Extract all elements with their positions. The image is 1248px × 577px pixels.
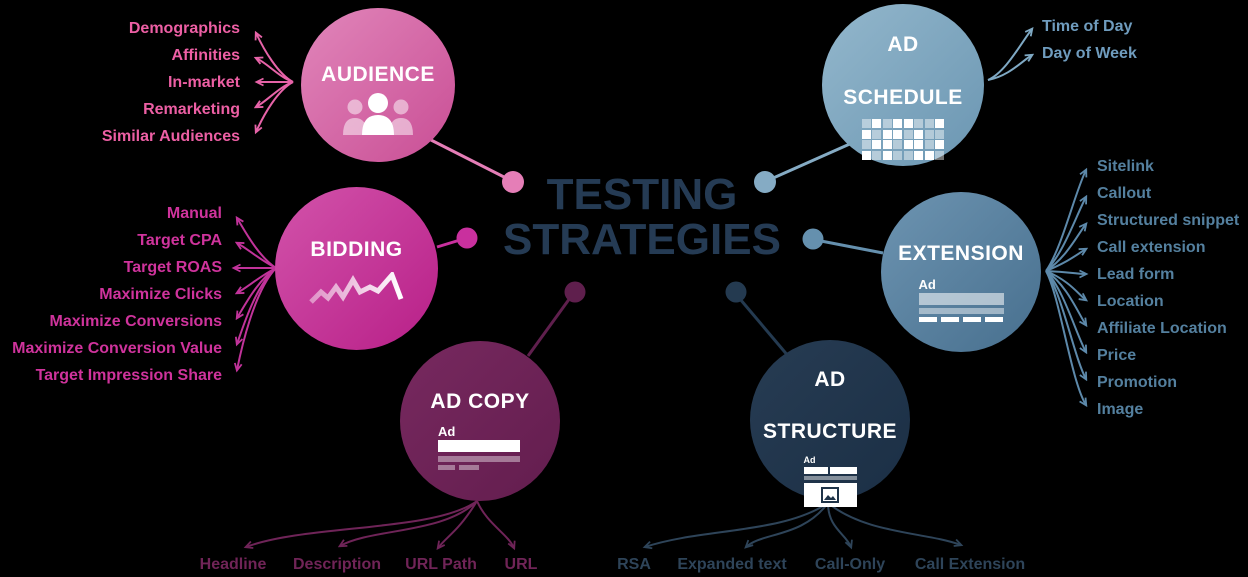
- branch-label-maximize-clicks: Maximize Clicks: [99, 286, 222, 303]
- branch-label-demographics: Demographics: [128, 20, 240, 37]
- branch-label-url: URL: [504, 556, 538, 573]
- branch-label-callout: Callout: [1097, 185, 1152, 202]
- bidding-label: BIDDING: [310, 238, 403, 261]
- page-title: TESTING STRATEGIES: [442, 172, 842, 262]
- extension-branches: Sitelink Callout Structured snippet Call…: [1097, 153, 1239, 423]
- ad-badge-text: Ad: [918, 277, 936, 292]
- branch-label-affinities: Affinities: [171, 47, 240, 64]
- branch-label-expanded-text: Expanded text: [677, 556, 787, 573]
- node-ad-schedule: AD SCHEDULE: [822, 4, 984, 166]
- ad-badge-text: Ad: [803, 455, 816, 465]
- branch-label-manual: Manual: [166, 205, 222, 222]
- ad-structure-label-line2: STRUCTURE: [763, 420, 897, 443]
- branch-label-in-market: In-market: [167, 74, 240, 91]
- audience-label: AUDIENCE: [321, 63, 435, 86]
- branch-label-maximize-conversions: Maximize Conversions: [49, 313, 223, 330]
- branch-label-maximize-conversion-value: Maximize Conversion Value: [12, 340, 222, 357]
- branch-label-rsa: RSA: [617, 556, 651, 573]
- branch-label-target-roas: Target ROAS: [123, 259, 222, 276]
- audience-branch-lines: [256, 33, 294, 132]
- extension-label: EXTENSION: [898, 242, 1024, 265]
- node-extension: EXTENSION Ad: [881, 192, 1041, 352]
- description-bar: [438, 456, 520, 462]
- branch-label-sitelink: Sitelink: [1097, 158, 1154, 175]
- image-placeholder-icon: [803, 483, 857, 507]
- title-line-1: TESTING: [546, 170, 738, 219]
- divider-bar: [803, 476, 857, 480]
- branch-label-remarketing: Remarketing: [143, 101, 240, 118]
- branch-label-similar-audiences: Similar Audiences: [101, 128, 240, 145]
- center-connectors: [430, 138, 884, 358]
- branch-label-price: Price: [1097, 347, 1137, 364]
- picture-glyph: [821, 487, 839, 503]
- extension-branch-lines: [1045, 170, 1086, 405]
- ad-preview-icon: Ad: [918, 277, 1004, 322]
- ad-layout-icon: Ad: [803, 455, 857, 507]
- branch-label-target-cpa: Target CPA: [137, 232, 222, 249]
- branch-label-lead-form: Lead form: [1097, 266, 1175, 283]
- branch-label-headline: Headline: [199, 556, 267, 573]
- branch-label-structured-snippet: Structured snippet: [1097, 212, 1240, 229]
- ad-text-preview-icon: Ad: [438, 425, 522, 470]
- ad-badge-text: Ad: [438, 424, 456, 439]
- ad-copy-label: AD COPY: [430, 390, 530, 413]
- bidding-branches: Manual Target CPA Target ROAS Maximize C…: [0, 200, 222, 389]
- branch-label-call-extension: Call Extension: [914, 556, 1026, 573]
- sitelink-dashes: [918, 317, 1004, 322]
- branch-label-url-path: URL Path: [405, 556, 477, 573]
- node-bidding: BIDDING: [275, 187, 438, 350]
- branch-label-day-of-week: Day of Week: [1042, 45, 1137, 62]
- headline-bar: [438, 440, 520, 452]
- branch-label-image: Image: [1097, 401, 1144, 418]
- ad-schedule-label-line2: SCHEDULE: [843, 86, 963, 109]
- people-group-icon: [343, 93, 413, 135]
- node-audience: AUDIENCE: [301, 8, 455, 162]
- ad-copy-branch-lines: [246, 500, 514, 548]
- ad-headline-bar: [918, 293, 1004, 305]
- ad-schedule-label-line1: AD: [887, 33, 919, 56]
- branch-label-promotion: Promotion: [1097, 374, 1177, 391]
- branch-label-location: Location: [1097, 293, 1164, 310]
- node-ad-structure: AD STRUCTURE Ad: [750, 340, 910, 507]
- branch-label-call-extension: Call extension: [1097, 239, 1206, 256]
- title-line-2: STRATEGIES: [503, 215, 781, 264]
- trend-line-icon: [308, 272, 403, 304]
- ad-schedule-branches: Time of Day Day of Week: [1042, 13, 1137, 67]
- ad-structure-branch-lines: [645, 502, 961, 547]
- branch-label-description: Description: [292, 556, 382, 573]
- ad-description-bar: [918, 308, 1004, 314]
- branch-label-affiliate-location: Affiliate Location: [1097, 320, 1227, 337]
- branch-label-target-impression-share: Target Impression Share: [35, 367, 222, 384]
- bidding-branch-lines: [234, 218, 277, 370]
- calendar-grid-icon: [861, 119, 945, 160]
- branch-label-call-only: Call-Only: [814, 556, 886, 573]
- ad-schedule-branch-lines: [987, 29, 1032, 81]
- ad-structure-label-line1: AD: [814, 368, 846, 391]
- branch-label-time-of-day: Time of Day: [1042, 18, 1133, 35]
- url-dashes: [438, 465, 522, 470]
- node-ad-copy: AD COPY Ad: [400, 341, 560, 501]
- audience-branches: Demographics Affinities In-market Remark…: [0, 15, 240, 150]
- header-bars: [803, 467, 857, 474]
